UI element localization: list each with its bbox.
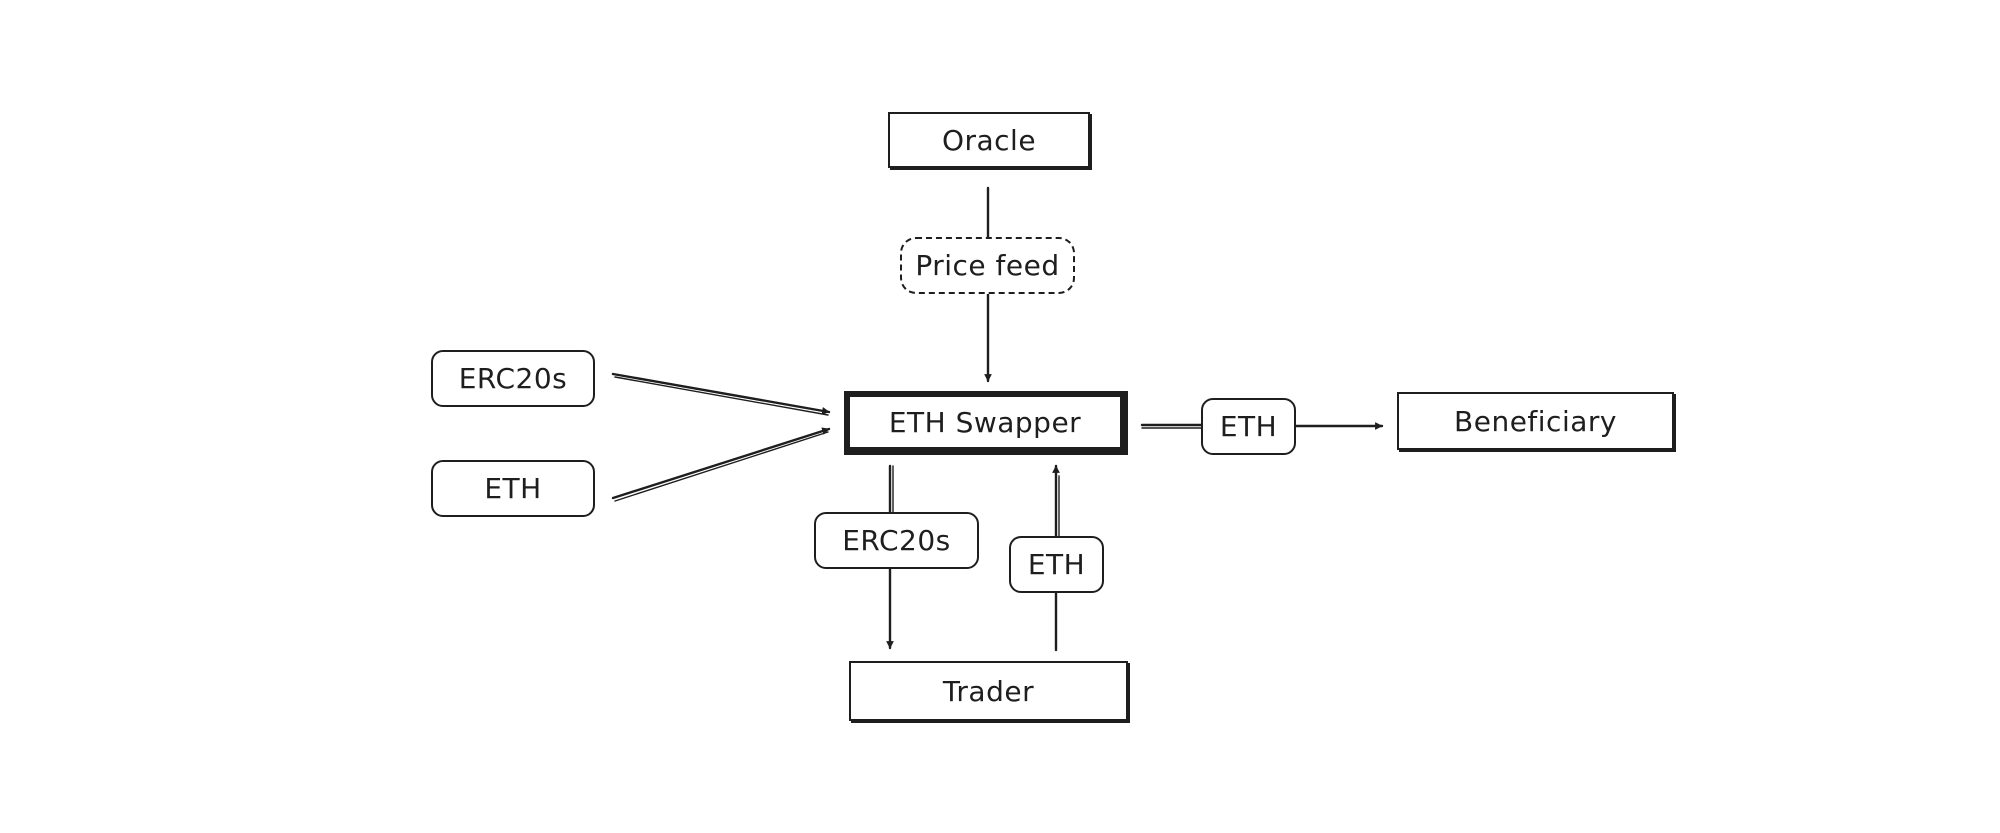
eth-input-label: ETH bbox=[484, 472, 542, 505]
price-feed-label: Price feed bbox=[915, 249, 1060, 282]
edge-erc20s-to-swapper-sketch bbox=[614, 376, 829, 416]
eth-from-trader-node: ETH bbox=[1009, 536, 1104, 593]
eth-output-node: ETH bbox=[1201, 398, 1296, 455]
eth-from-trader-label: ETH bbox=[1027, 548, 1086, 581]
eth-output-label: ETH bbox=[1219, 410, 1278, 443]
eth-input-node: ETH bbox=[431, 460, 595, 517]
erc20s-input-node: ERC20s bbox=[431, 350, 595, 407]
oracle-label: Oracle bbox=[941, 123, 1037, 157]
beneficiary-node: Beneficiary bbox=[1397, 392, 1674, 450]
eth-swapper-label: ETH Swapper bbox=[888, 405, 1082, 439]
price-feed-node: Price feed bbox=[900, 237, 1075, 294]
beneficiary-label: Beneficiary bbox=[1454, 404, 1617, 438]
erc20s-output-node: ERC20s bbox=[814, 512, 979, 569]
erc20s-input-label: ERC20s bbox=[458, 362, 568, 395]
edge-eth-to-swapper-sketch bbox=[614, 431, 829, 502]
eth-swapper-node: ETH Swapper bbox=[844, 391, 1126, 453]
oracle-node: Oracle bbox=[888, 112, 1090, 168]
trader-label: Trader bbox=[942, 674, 1035, 708]
erc20s-output-label: ERC20s bbox=[842, 524, 951, 557]
edge-eth-to-swapper bbox=[611, 427, 831, 500]
trader-node: Trader bbox=[849, 661, 1128, 721]
edge-erc20s-to-swapper bbox=[611, 372, 831, 415]
